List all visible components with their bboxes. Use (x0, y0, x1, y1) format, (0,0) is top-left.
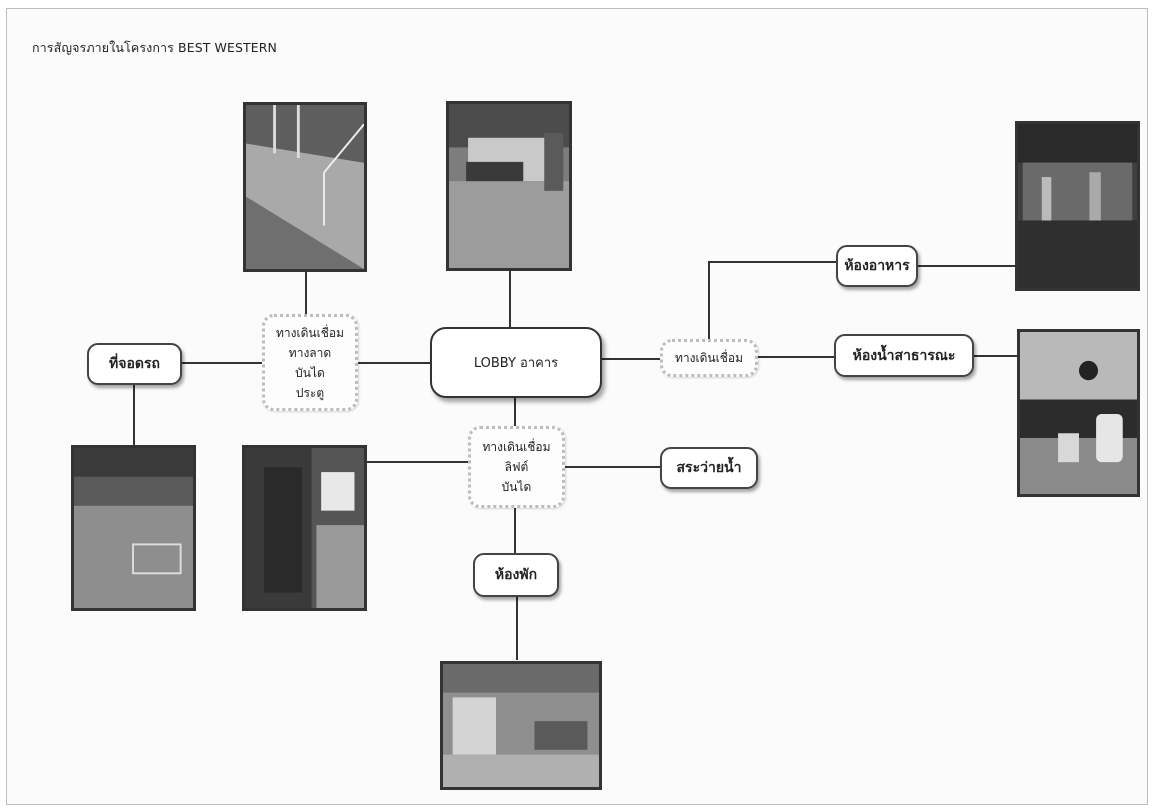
ramp-walkway-line-4: ประตู (295, 385, 325, 400)
lobby-node: LOBBY อาคาร (430, 327, 602, 398)
restroom-node: ห้องน้ำสาธารณะ (834, 334, 974, 377)
guest-room-photo (440, 661, 602, 790)
dining-room-photo (1015, 121, 1140, 291)
right-walkway-node: ทางเดินเชื่อม (660, 339, 758, 377)
ramp-photo (243, 102, 367, 272)
diagram-title: การสัญจรภายในโครงการ BEST WESTERN (32, 40, 277, 55)
lift-walkway-line-3: บันได (501, 480, 532, 494)
restroom-photo (1017, 329, 1140, 497)
lift-walkway-line-1: ทางเดินเชื่อม (482, 440, 551, 454)
ramp-walkway-line-2: ทางลาด (288, 345, 332, 360)
lift-walkway-node: ทางเดินเชื่อม ลิฟต์ บันได (468, 426, 565, 508)
ramp-walkway-node: ทางเดินเชื่อม ทางลาด บันได ประตู (262, 314, 358, 411)
pool-node: สระว่ายน้ำ (660, 447, 758, 489)
ramp-walkway-line-1: ทางเดินเชื่อม (276, 325, 344, 340)
dining-room-node: ห้องอาหาร (836, 245, 918, 287)
parking-node: ที่จอดรถ (87, 343, 182, 385)
lift-walkway-line-2: ลิฟต์ (504, 460, 529, 474)
guest-room-node: ห้องพัก (473, 553, 559, 597)
ramp-walkway-line-3: บันได (295, 365, 325, 380)
connector (708, 261, 838, 341)
parking-lot-photo (71, 445, 196, 611)
lobby-photo (446, 101, 572, 271)
lift-lobby-photo (242, 445, 367, 611)
